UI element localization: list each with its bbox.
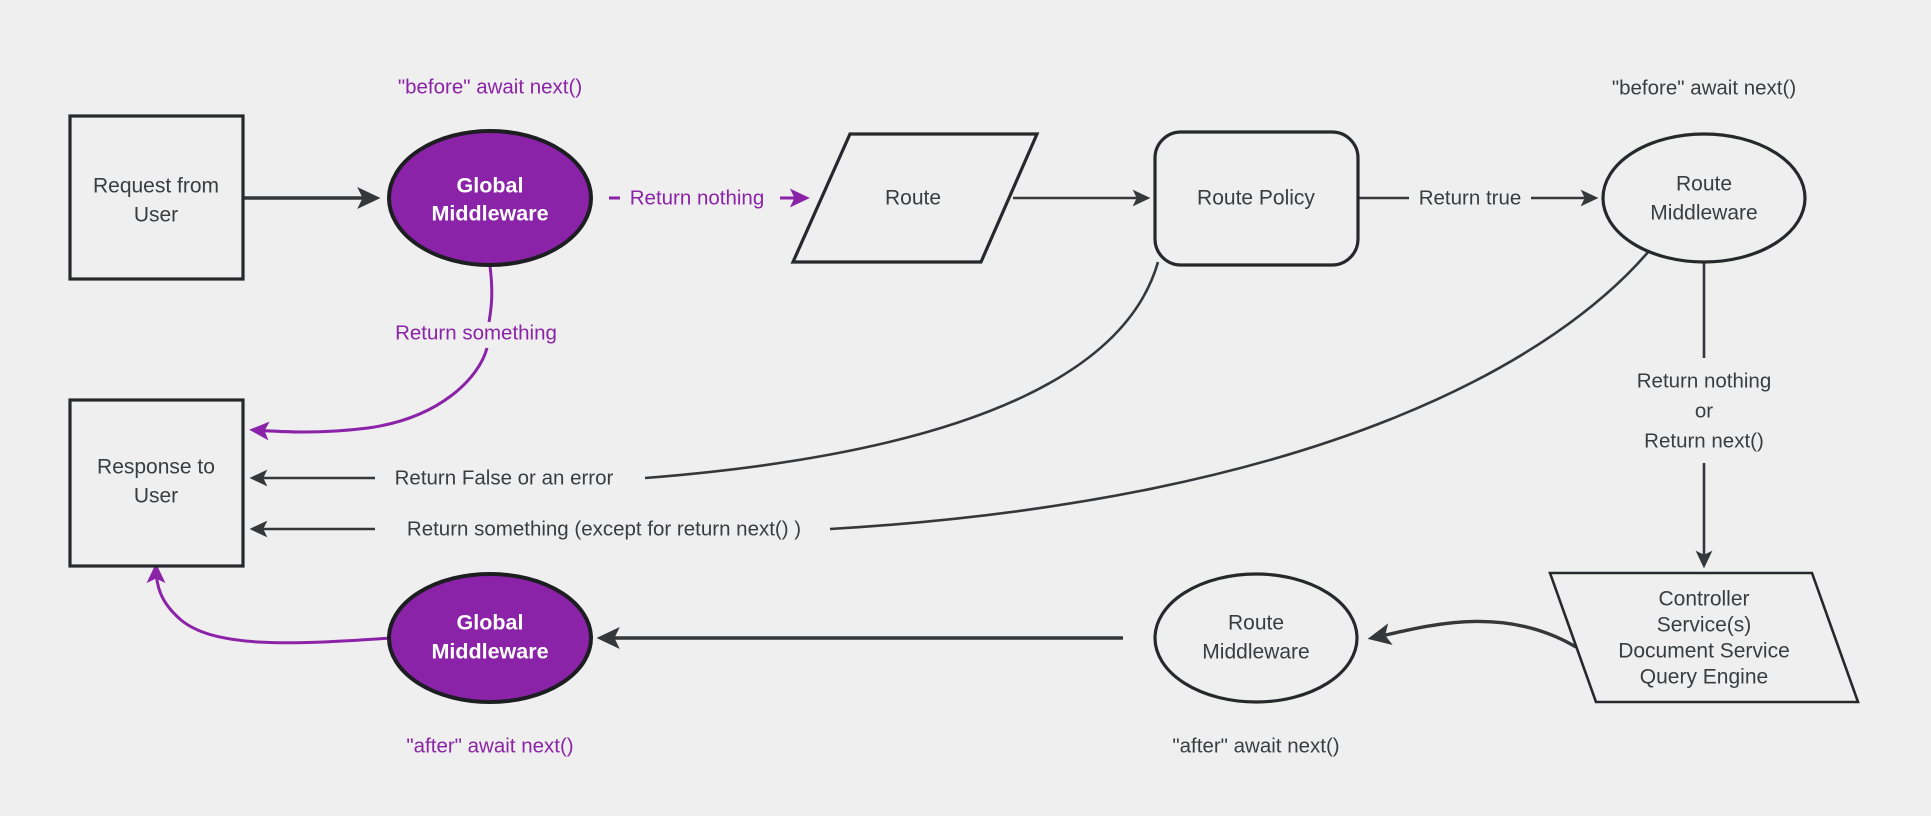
edge-label-return-true: Return true xyxy=(1419,186,1522,209)
controller-services-label-line4: Query Engine xyxy=(1640,666,1768,689)
route-middleware-top-label-line1: Route xyxy=(1676,173,1732,196)
controller-services-label-line2: Service(s) xyxy=(1657,614,1752,637)
node-global-middleware-top[interactable]: Global Middleware xyxy=(387,129,593,267)
controller-services-shape xyxy=(1548,571,1860,704)
route-policy-shape xyxy=(1153,130,1360,267)
edge-controller-to-route-middleware-bottom xyxy=(1367,619,1577,649)
route-middleware-bottom-label-line1: Route xyxy=(1228,612,1284,635)
request-from-user-shape xyxy=(68,114,245,281)
route-middleware-bottom-label-line2: Middleware xyxy=(1202,641,1309,664)
caption-after-await-next-global: "after" await next() xyxy=(406,734,573,757)
global-middleware-bottom-shape xyxy=(387,572,593,704)
route-policy-label: Route Policy xyxy=(1197,187,1315,210)
node-request-from-user[interactable]: Request from User xyxy=(68,114,245,281)
global-middleware-top-label-line2: Middleware xyxy=(431,202,548,226)
node-route-policy[interactable]: Route Policy xyxy=(1153,130,1360,267)
node-route-middleware-bottom[interactable]: Route Middleware xyxy=(1153,572,1359,704)
global-middleware-bottom-label-line1: Global xyxy=(457,611,524,635)
edge-global-middleware-bottom-to-response xyxy=(146,563,392,645)
node-response-to-user[interactable]: Response to User xyxy=(68,398,245,568)
request-from-user-label-line1: Request from xyxy=(93,175,219,198)
route-middleware-top-label-line2: Middleware xyxy=(1650,202,1757,225)
edge-global-middleware-to-response-upper xyxy=(487,265,494,323)
edge-label-return-false-or-error: Return False or an error xyxy=(395,466,614,489)
route-label: Route xyxy=(885,187,941,210)
edge-label-return-something-except-next: Return something (except for return next… xyxy=(407,517,801,540)
node-route[interactable]: Route xyxy=(790,132,1040,264)
global-middleware-top-label-line1: Global xyxy=(457,174,524,198)
controller-services-label-line3: Document Service xyxy=(1618,640,1790,663)
route-middleware-bottom-shape xyxy=(1153,572,1359,704)
caption-after-await-next-route: "after" await next() xyxy=(1172,734,1339,757)
response-to-user-shape xyxy=(68,398,245,568)
edge-label-return-nothing-alt-line1: Return nothing xyxy=(1637,369,1771,392)
edge-route-policy-to-response-curve xyxy=(644,261,1160,480)
global-middleware-top-shape xyxy=(387,129,593,267)
response-to-user-label-line1: Response to xyxy=(97,456,215,479)
route-middleware-top-shape xyxy=(1601,132,1807,264)
request-from-user-label-line2: User xyxy=(134,204,178,227)
node-controller-services[interactable]: Controller Service(s) Document Service Q… xyxy=(1548,571,1860,704)
caption-before-await-next-route: "before" await next() xyxy=(1612,76,1796,99)
edge-label-return-nothing-alt-line3: Return next() xyxy=(1644,429,1764,452)
edge-route-middleware-to-response-curve xyxy=(829,244,1656,531)
edge-label-return-nothing-alt-line2: or xyxy=(1695,399,1713,422)
node-global-middleware-bottom[interactable]: Global Middleware xyxy=(387,572,593,704)
node-route-middleware-top[interactable]: Route Middleware xyxy=(1601,132,1807,264)
route-shape xyxy=(790,132,1040,264)
edge-label-return-nothing: Return nothing xyxy=(630,186,764,209)
caption-before-await-next-global: "before" await next() xyxy=(398,75,582,98)
edge-label-return-something: Return something xyxy=(395,321,557,344)
response-to-user-label-line2: User xyxy=(134,485,178,508)
controller-services-label-line1: Controller xyxy=(1658,588,1749,611)
edge-global-middleware-to-response-lower xyxy=(249,347,489,441)
global-middleware-bottom-label-line2: Middleware xyxy=(431,640,548,664)
